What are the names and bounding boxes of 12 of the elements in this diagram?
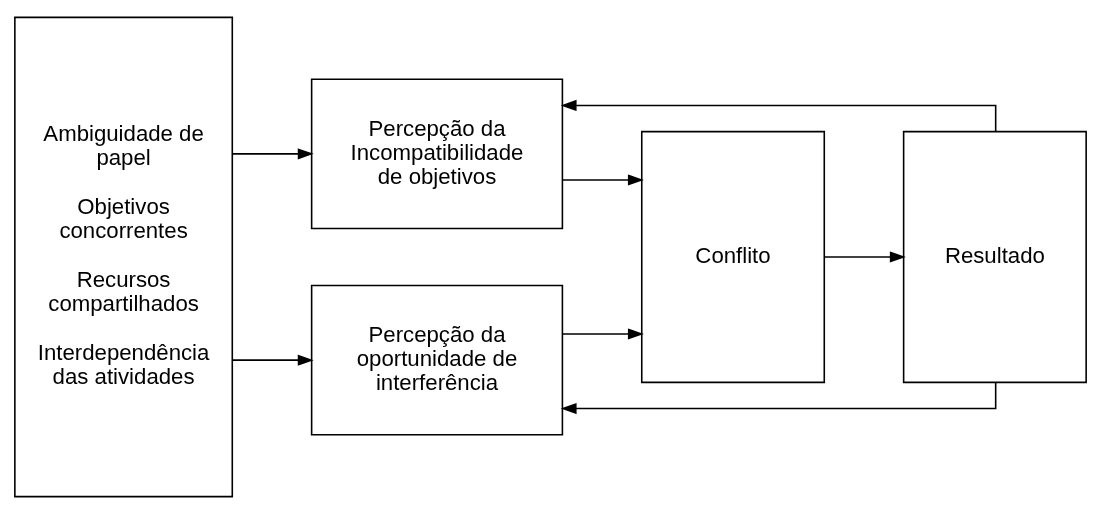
node-box: Resultado [902,130,1087,384]
arrow [231,354,314,366]
node-box: Percepção da oportunidade de interferência [310,284,564,436]
arrow [231,148,314,160]
arrow [560,99,997,132]
arrow [560,382,997,415]
node-box: Percepção da Incompatibilidade de objetivos [310,78,564,230]
node-box: Ambiguidade de papel Objetivos concorrentes Recursos compartilhados Interdependência das atividades [14,16,234,498]
arrow [561,174,644,186]
arrow [561,328,644,340]
arrow [823,251,906,263]
node-box: Conflito [640,130,826,384]
